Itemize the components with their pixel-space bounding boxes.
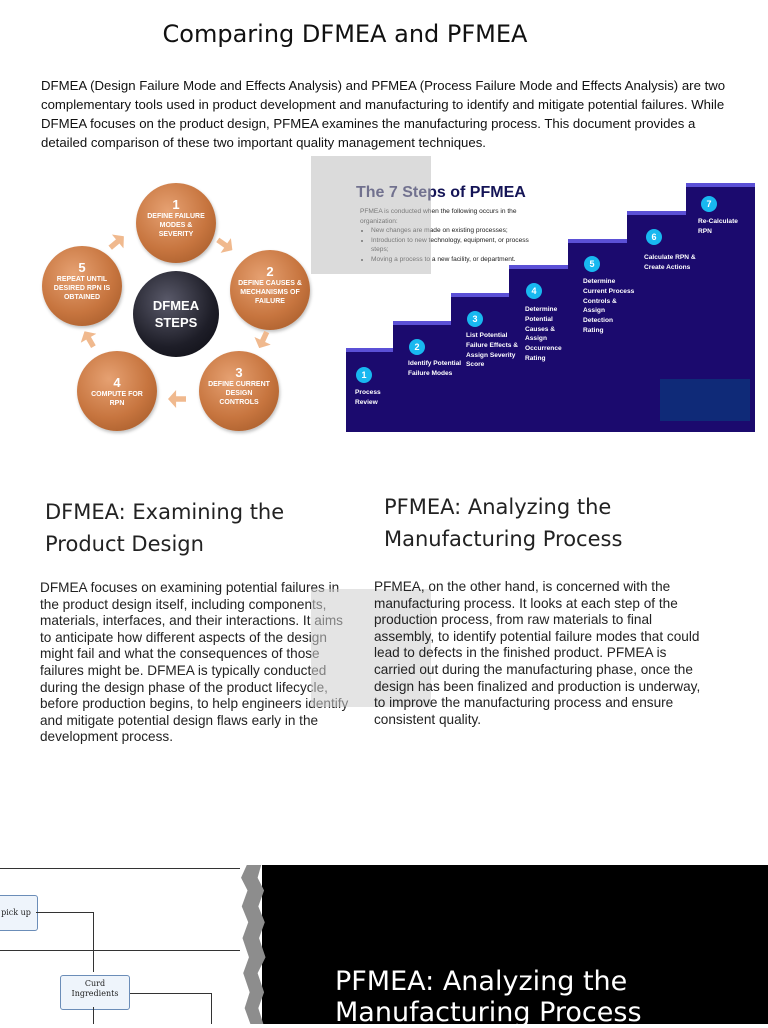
- dfmea-step-3: 3 DEFINE CURRENT DESIGN CONTROLS: [199, 351, 279, 431]
- ghost-overlay: [311, 589, 431, 707]
- flow-connector: [130, 993, 212, 994]
- flow-connector: [0, 868, 240, 869]
- dfmea-step-1: 1 DEFINE FAILURE MODES & SEVERITY: [136, 183, 216, 263]
- flow-box-curd-ingredients: Curd Ingredients: [60, 975, 130, 1010]
- step-badge-3: 3: [467, 311, 483, 327]
- step-label: DEFINE CAUSES & MECHANISMS OF FAILURE: [238, 280, 302, 305]
- step-number: 5: [78, 260, 86, 275]
- step-number: 4: [113, 375, 121, 390]
- pfmea-section-heading: PFMEA: Analyzing the Manufacturing Proce…: [384, 495, 623, 551]
- step-label: COMPUTE FOR RPN: [91, 391, 143, 407]
- arrow-down-icon: [251, 328, 275, 352]
- step-label-2: Identify Potential Failure Modes: [408, 360, 462, 377]
- dark-overlay-box: [660, 379, 750, 421]
- step-badge-2: 2: [409, 339, 425, 355]
- banner-panel: [262, 865, 768, 1024]
- dfmea-section-heading: DFMEA: Examining the Product Design: [45, 500, 285, 556]
- flow-box-pick-up: pick up: [0, 895, 38, 931]
- bullet-item: New changes are made on existing process…: [371, 226, 530, 236]
- dfmea-step-5: 5 REPEAT UNTIL DESIRED RPN IS OBTAINED: [42, 246, 122, 326]
- dfmea-steps-diagram: 1 DEFINE FAILURE MODES & SEVERITY 2 DEFI…: [40, 178, 312, 432]
- flow-connector: [211, 993, 212, 1024]
- arrow-up-icon: [77, 327, 102, 352]
- arrow-right-icon: [212, 232, 237, 257]
- step-badge-5: 5: [584, 256, 600, 272]
- step-label-4: Determine Potential Causes & Assign Occu…: [525, 306, 562, 362]
- arrow-up-right-icon: [104, 229, 129, 254]
- flow-connector: [36, 912, 94, 913]
- step-badge-6: 6: [646, 229, 662, 245]
- pfmea-section-body: PFMEA, on the other hand, is concerned w…: [374, 579, 701, 727]
- step-badge-7: 7: [701, 196, 717, 212]
- dfmea-step-4: 4 COMPUTE FOR RPN: [77, 351, 157, 431]
- step-number: 1: [172, 197, 180, 212]
- step-label: REPEAT UNTIL DESIRED RPN IS OBTAINED: [53, 276, 111, 301]
- flowchart: pick up Curd Ingredients: [0, 865, 268, 1024]
- step-badge-4: 4: [526, 283, 542, 299]
- banner-title: PFMEA: Analyzing the Manufacturing Proce…: [335, 966, 642, 1028]
- document-title: Comparing DFMEA and PFMEA: [162, 20, 528, 48]
- step-badge-1: 1: [356, 367, 372, 383]
- step-label-5: Determine Current Process Controls & Ass…: [583, 278, 635, 334]
- dfmea-section-body: DFMEA focuses on examining potential fai…: [40, 580, 349, 745]
- ghost-overlay: [311, 156, 431, 274]
- dfmea-hub: DFMEA STEPS: [133, 271, 219, 357]
- step-label-3: List Potential Failure Effects & Assign …: [466, 332, 519, 369]
- step-label: DEFINE FAILURE MODES & SEVERITY: [147, 213, 205, 238]
- step-number: 3: [235, 365, 243, 380]
- bullet-item: Moving a process to a new facility, or d…: [371, 255, 530, 265]
- flow-connector: [93, 1007, 94, 1024]
- step-label-1: Process Review: [355, 389, 381, 406]
- arrow-left-icon: [168, 390, 186, 408]
- step-label-6: Calculate RPN & Create Actions: [644, 254, 696, 271]
- step-number: 2: [266, 264, 274, 279]
- flow-connector: [93, 912, 94, 972]
- step-label: DEFINE CURRENT DESIGN CONTROLS: [208, 381, 270, 406]
- flow-connector: [0, 950, 240, 951]
- dfmea-step-2: 2 DEFINE CAUSES & MECHANISMS OF FAILURE: [230, 250, 310, 330]
- step-label-7: Re-Calculate RPN: [698, 218, 738, 235]
- intro-paragraph: DFMEA (Design Failure Mode and Effects A…: [41, 78, 726, 150]
